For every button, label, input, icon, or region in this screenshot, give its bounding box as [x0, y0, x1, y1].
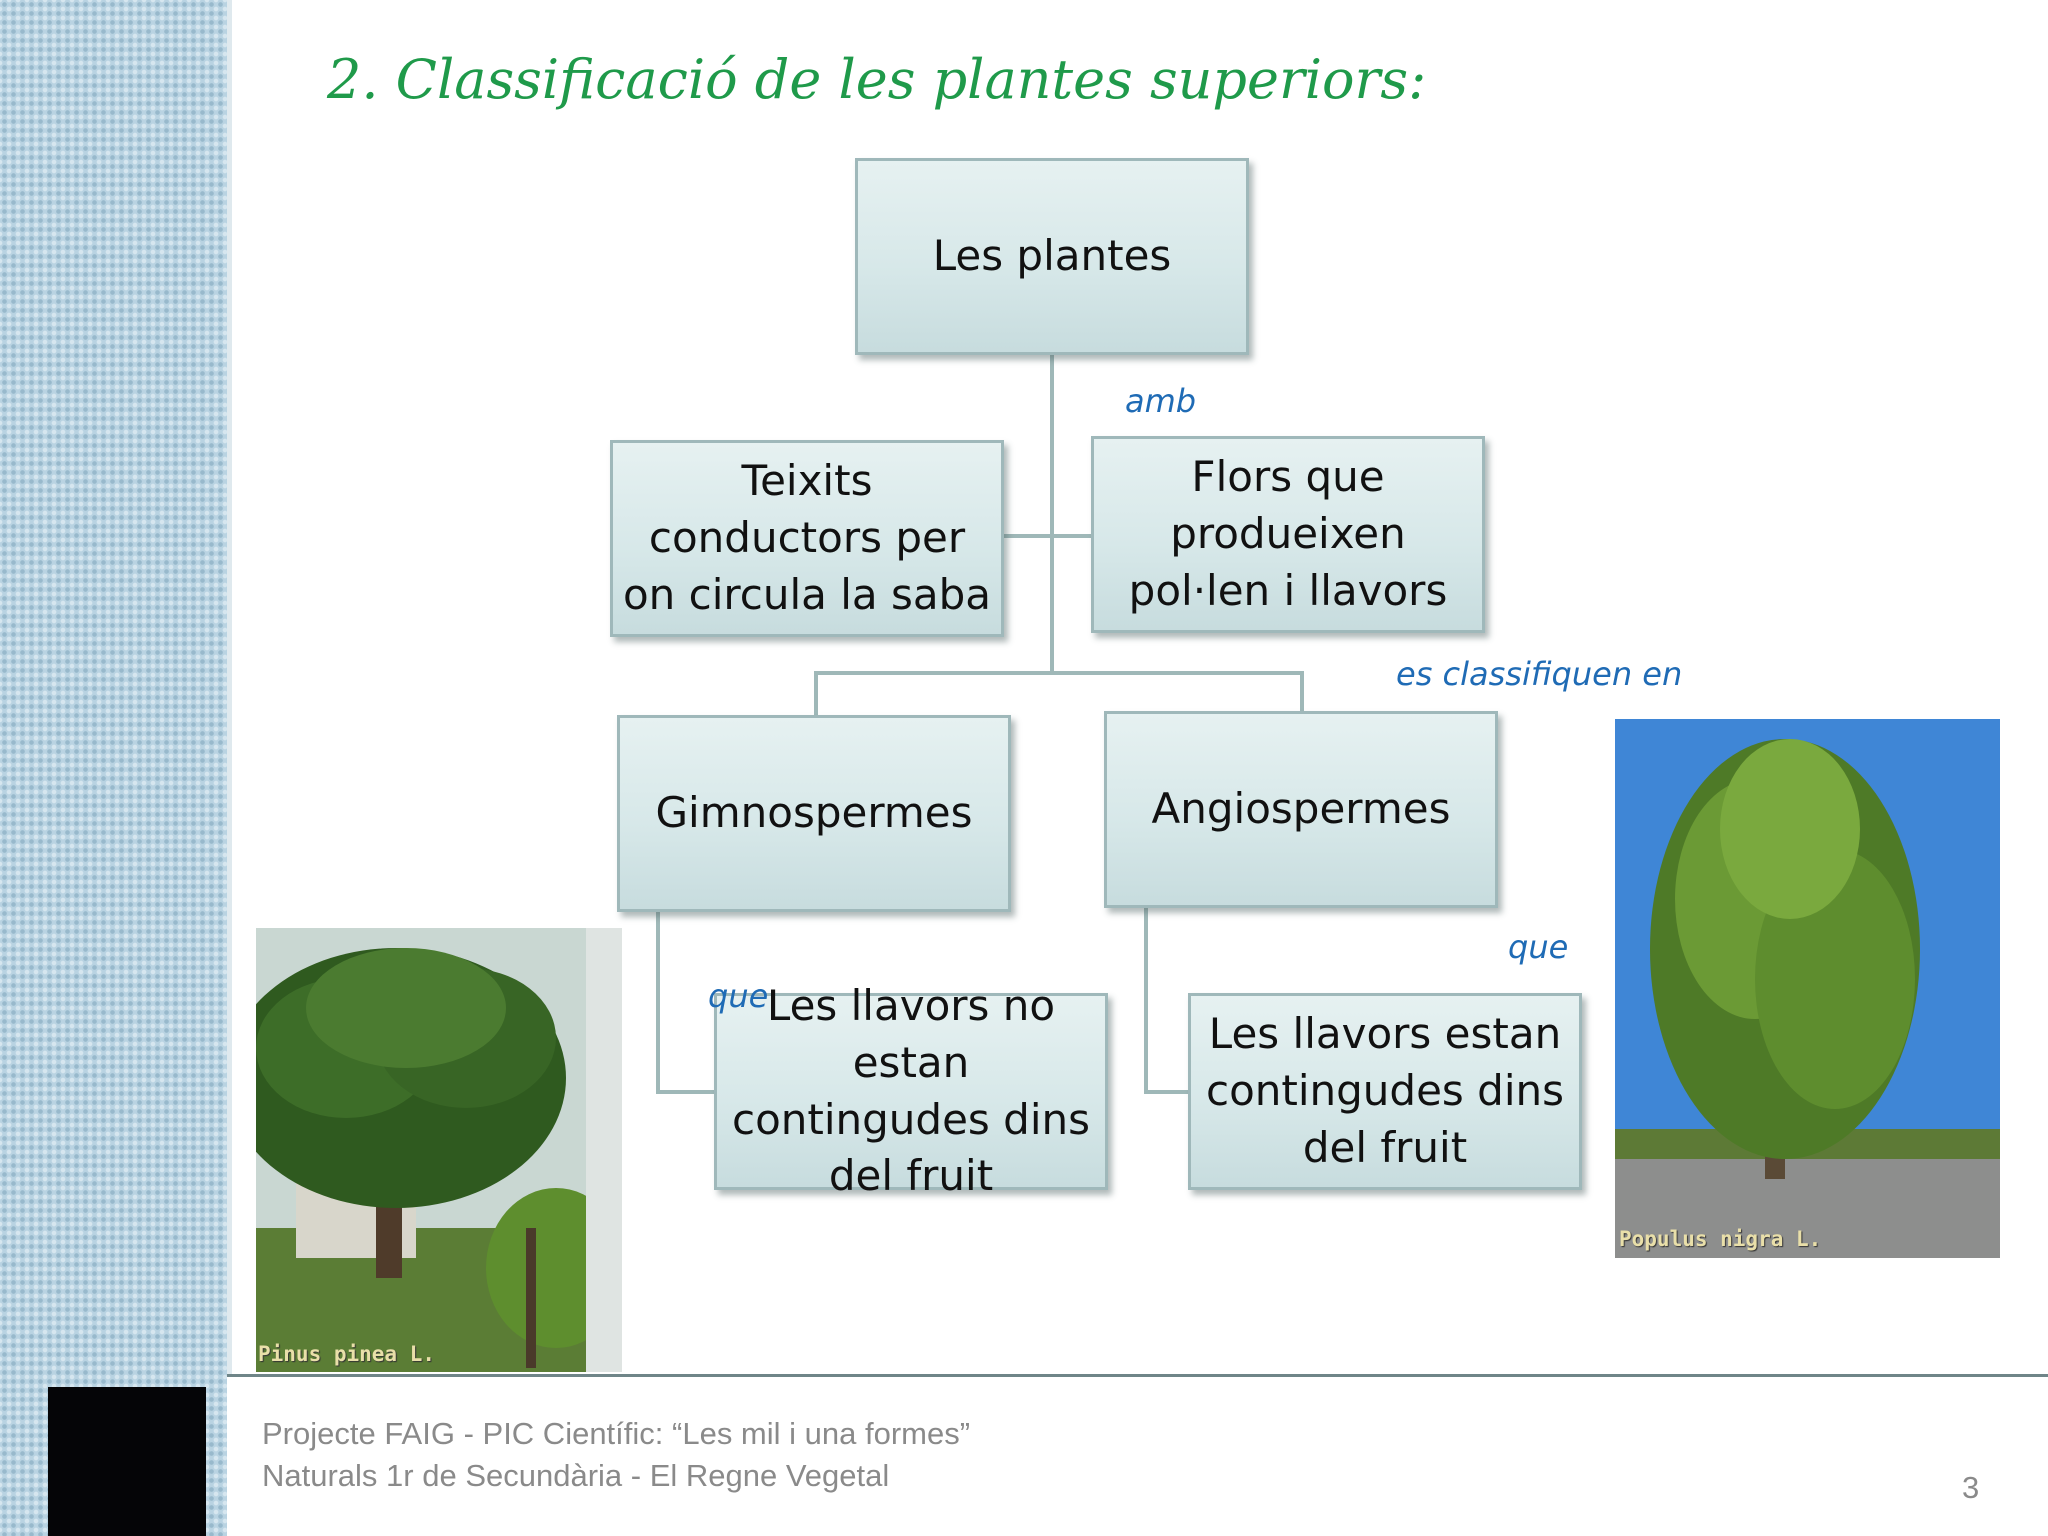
connector-angio-horizontal — [1144, 1090, 1190, 1094]
connector-split-bar — [814, 671, 1304, 675]
edge-label-que-right: que — [1508, 928, 1569, 966]
root-node-plants: Les plantes — [855, 158, 1249, 355]
side-strip-edge — [227, 0, 232, 1376]
gymnosperms-label: Gimnospermes — [655, 788, 973, 838]
flowers-label: Flors que produeixen pol·len i llavors — [1128, 452, 1448, 615]
side-decoration-strip — [0, 0, 227, 1536]
node-angio-description: Les llavors estan contingudes dins del f… — [1188, 993, 1582, 1190]
footer-line-2: Naturals 1r de Secundària - El Regne Veg… — [262, 1458, 890, 1493]
node-flowers: Flors que produeixen pol·len i llavors — [1091, 436, 1485, 633]
photo-pine-caption: Pinus pinea L. — [258, 1342, 436, 1366]
connector-gymno-vertical — [656, 912, 660, 1094]
corner-black-square — [48, 1387, 206, 1536]
connector-gymno-horizontal — [656, 1090, 716, 1094]
connector-angio-vertical — [1144, 908, 1148, 1094]
node-gymnosperms: Gimnospermes — [617, 715, 1011, 912]
photo-poplar-tree: Populus nigra L. — [1615, 719, 2000, 1258]
node-angiosperms: Angiospermes — [1104, 711, 1498, 908]
angiosperms-label: Angiospermes — [1151, 784, 1451, 834]
gymno-description-label: Les llavors no estan contingudes dins de… — [731, 981, 1090, 1201]
footer-line-1: Projecte FAIG - PIC Científic: “Les mil … — [262, 1416, 971, 1451]
photo-poplar-caption: Populus nigra L. — [1619, 1227, 1822, 1251]
footer-divider — [227, 1374, 2048, 1377]
conductive-tissues-label: Teixits conductors per on circula la sab… — [622, 456, 991, 619]
edge-label-classified: es classifiquen en — [1396, 655, 1683, 693]
connector-to-angiosperms — [1300, 671, 1304, 713]
node-gymno-description: Les llavors no estan contingudes dins de… — [714, 981, 1108, 1200]
edge-label-que-left: que — [708, 977, 769, 1015]
page-number: 3 — [1962, 1470, 1980, 1505]
connector-side-branch — [1004, 534, 1095, 538]
angio-description-label: Les llavors estan contingudes dins del f… — [1205, 1009, 1564, 1172]
root-node-label: Les plantes — [932, 231, 1172, 281]
edge-label-amb: amb — [1125, 382, 1197, 420]
connector-to-gymnosperms — [814, 671, 818, 716]
connector-root-trunk — [1050, 355, 1054, 675]
slide-title: 2. Classificació de les plantes superior… — [327, 48, 1427, 111]
node-conductive-tissues: Teixits conductors per on circula la sab… — [610, 440, 1004, 637]
photo-pine-tree: Pinus pinea L. — [256, 928, 622, 1372]
